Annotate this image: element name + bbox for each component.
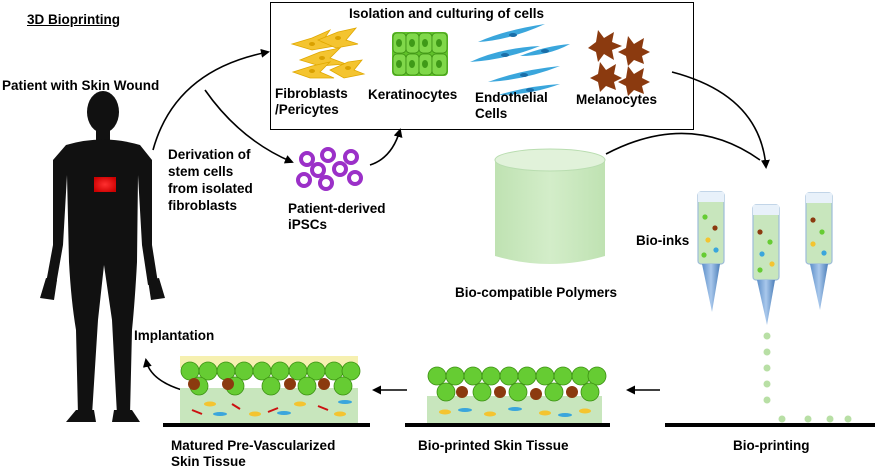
matured-plate: [163, 423, 370, 427]
melanocytes-label: Melanocytes: [576, 92, 658, 107]
bioprinted-tissue-label: Bio-printed Skin Tissue: [418, 438, 569, 453]
syringe-2: [752, 204, 780, 325]
keratinocyte-cells-icon: [392, 32, 448, 76]
derivation-label-line-4: fibroblasts: [168, 198, 238, 213]
arrow-polymer-to-bioinks: [605, 132, 761, 161]
syringe-1: [697, 191, 725, 312]
endothelial-label-line-2: Cells: [475, 106, 508, 121]
flow-arrows: [142, 48, 770, 395]
arrow-to-ipsc: [204, 89, 294, 164]
page-title: 3D Bioprinting: [27, 12, 120, 27]
implantation-label: Implantation: [134, 328, 215, 343]
arrow-patient-to-cells: [152, 48, 270, 151]
matured-tissue-label-line-2: Skin Tissue: [171, 454, 246, 469]
polymers-label: Bio-compatible Polymers: [455, 285, 618, 300]
derivation-label-line-1: Derivation of: [168, 147, 251, 162]
arrow-ipsc-to-cells: [369, 128, 403, 166]
bioinks-label: Bio-inks: [636, 233, 690, 248]
matured-tissue-icon: [180, 356, 361, 423]
arrow-cells-to-bioinks: [671, 71, 770, 169]
polymer-cylinder-icon: [494, 148, 606, 264]
keratinocytes-label: Keratinocytes: [368, 87, 458, 102]
fibroblast-cells-icon: [290, 27, 366, 79]
endothelial-cells-icon: [470, 24, 570, 95]
matured-tissue-label-line-1: Matured Pre-Vascularized: [171, 438, 336, 453]
bioink-droplets: [763, 332, 852, 423]
printing-plate: [665, 423, 875, 427]
cells-box-title: Isolation and culturing of cells: [349, 6, 545, 21]
syringe-3: [805, 192, 833, 310]
fibroblasts-label-line-2: /Pericytes: [275, 102, 339, 117]
bioprinting-label: Bio-printing: [733, 438, 810, 453]
wound-icon: [94, 177, 116, 192]
endothelial-label-line-1: Endothelial: [475, 90, 548, 105]
ipsc-cells-icon: [296, 147, 363, 191]
ipsc-label-line-2: iPSCs: [288, 217, 328, 232]
ipsc-label-line-1: Patient-derived: [288, 201, 386, 216]
patient-label: Patient with Skin Wound: [2, 78, 160, 93]
bioprinted-tissue-icon: [427, 366, 607, 423]
arrow-implantation: [142, 358, 183, 391]
cell-isolation-box: [270, 2, 694, 130]
fibroblasts-label-line-1: Fibroblasts: [275, 86, 348, 101]
bioink-syringes-icon: [697, 191, 833, 325]
derivation-label-line-3: from isolated: [168, 181, 253, 196]
melanocyte-cells-icon: [588, 30, 650, 96]
tissue-plate: [405, 423, 610, 427]
derivation-label-line-2: stem cells: [168, 164, 234, 179]
patient-silhouette-icon: [40, 91, 165, 422]
